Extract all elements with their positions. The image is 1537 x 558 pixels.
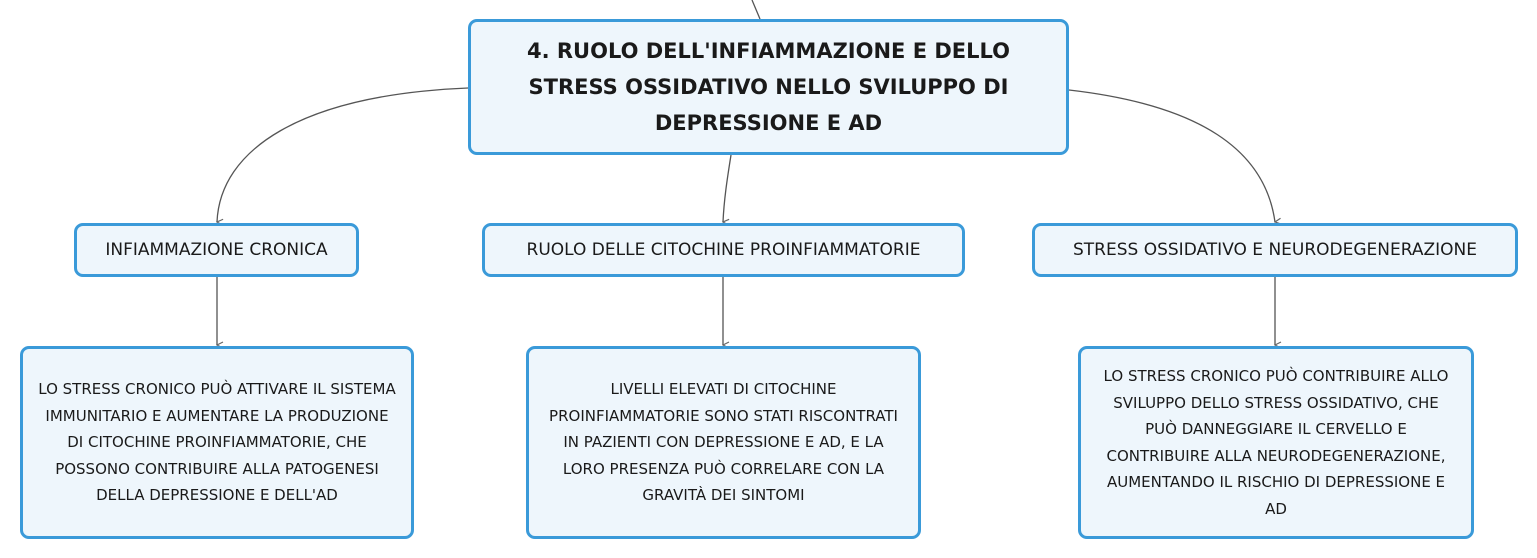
connector-root-to-topic-3 [1068,89,1275,222]
connector-parent-to-root [751,0,761,20]
detail-node-citochine[interactable]: LIVELLI ELEVATI DI CITOCHINE PROINFIAMMA… [526,346,921,539]
topic-node-stress-ossidativo[interactable]: STRESS OSSIDATIVO E NEURODEGENERAZIONE [1032,223,1518,277]
topic-node-citochine[interactable]: RUOLO DELLE CITOCHINE PROINFIAMMATORIE [482,223,965,277]
topic-node-label: INFIAMMAZIONE CRONICA [105,240,328,260]
detail-node-infiammazione-cronica[interactable]: LO STRESS CRONICO PUÒ ATTIVARE IL SISTEM… [20,346,414,539]
connector-root-to-topic-2 [723,154,732,222]
detail-node-text: LO STRESS CRONICO PUÒ ATTIVARE IL SISTEM… [38,380,396,505]
detail-node-text: LO STRESS CRONICO PUÒ CONTRIBUIRE ALLO S… [1103,367,1449,518]
detail-node-stress-ossidativo[interactable]: LO STRESS CRONICO PUÒ CONTRIBUIRE ALLO S… [1078,346,1474,539]
topic-node-label: STRESS OSSIDATIVO E NEURODEGENERAZIONE [1073,240,1477,260]
topic-node-infiammazione-cronica[interactable]: INFIAMMAZIONE CRONICA [74,223,359,277]
root-node-title: 4. RUOLO DELL'INFIAMMAZIONE E DELLO STRE… [526,39,1010,135]
detail-node-text: LIVELLI ELEVATI DI CITOCHINE PROINFIAMMA… [549,380,898,505]
connector-root-to-topic-1 [217,87,469,222]
topic-node-label: RUOLO DELLE CITOCHINE PROINFIAMMATORIE [526,240,921,260]
root-node[interactable]: 4. RUOLO DELL'INFIAMMAZIONE E DELLO STRE… [468,19,1069,155]
